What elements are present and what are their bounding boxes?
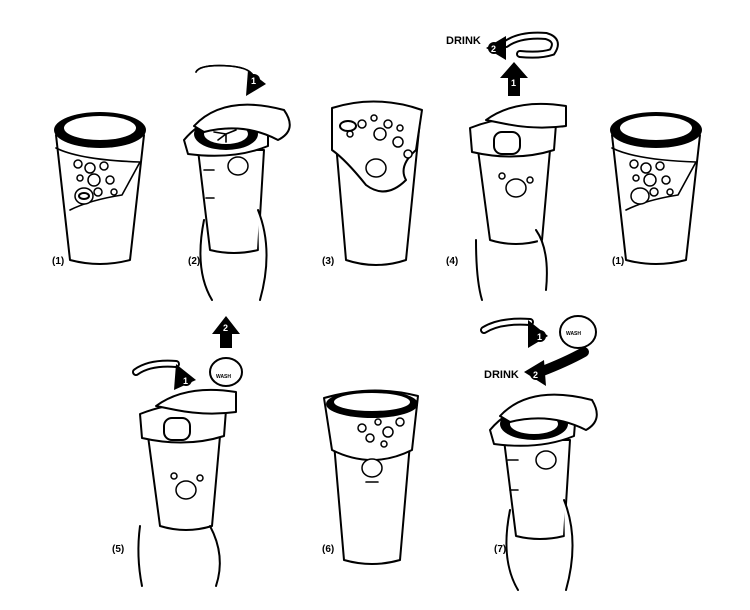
step-7-rotate-arrow xyxy=(480,317,548,348)
caption-drink-step7: DRINK xyxy=(484,369,519,381)
step-6-cup xyxy=(323,389,419,565)
step-label-4: (4) xyxy=(446,256,458,267)
wash-badge-step7 xyxy=(559,315,597,349)
step-label-2: (2) xyxy=(188,256,200,267)
step-7-cup xyxy=(489,393,598,591)
wash-badge-label-step5: WASH xyxy=(216,374,231,380)
arrow-number-1-up: 1 xyxy=(511,78,516,88)
caption-drink-top: DRINK xyxy=(446,35,481,47)
arrow-number-2-drink: 2 xyxy=(491,44,496,54)
step-5-cup xyxy=(137,388,237,587)
step-1-left-cup xyxy=(54,112,146,265)
wash-badge-label-step7: WASH xyxy=(566,331,581,337)
step-4-drink-arrow xyxy=(486,31,559,60)
arrow-number-1-step5: 1 xyxy=(183,376,188,386)
step-3-cup xyxy=(331,100,423,266)
step-5-up-arrow xyxy=(212,316,240,348)
step-2-rotate-arrow xyxy=(195,64,266,96)
step-4-cup xyxy=(469,102,567,301)
step-7-drink-arrow xyxy=(524,347,589,386)
arrow-number-2-up: 2 xyxy=(223,323,228,333)
step-2-cup xyxy=(183,103,291,301)
arrow-number-1: 1 xyxy=(251,76,256,86)
step-1-right-cup xyxy=(610,112,702,265)
step-5-rotate-arrow xyxy=(132,359,196,390)
arrow-number-1-step7: 1 xyxy=(537,332,542,342)
step-4-up-arrow xyxy=(500,62,528,96)
step-label-3: (3) xyxy=(322,256,334,267)
step-label-7: (7) xyxy=(494,544,506,555)
wash-badge-step5 xyxy=(209,357,243,387)
arrow-number-2-step7: 2 xyxy=(533,370,538,380)
step-label-1-right: (1) xyxy=(612,256,624,267)
step-label-5: (5) xyxy=(112,544,124,555)
step-label-6: (6) xyxy=(322,544,334,555)
step-label-1-left: (1) xyxy=(52,256,64,267)
